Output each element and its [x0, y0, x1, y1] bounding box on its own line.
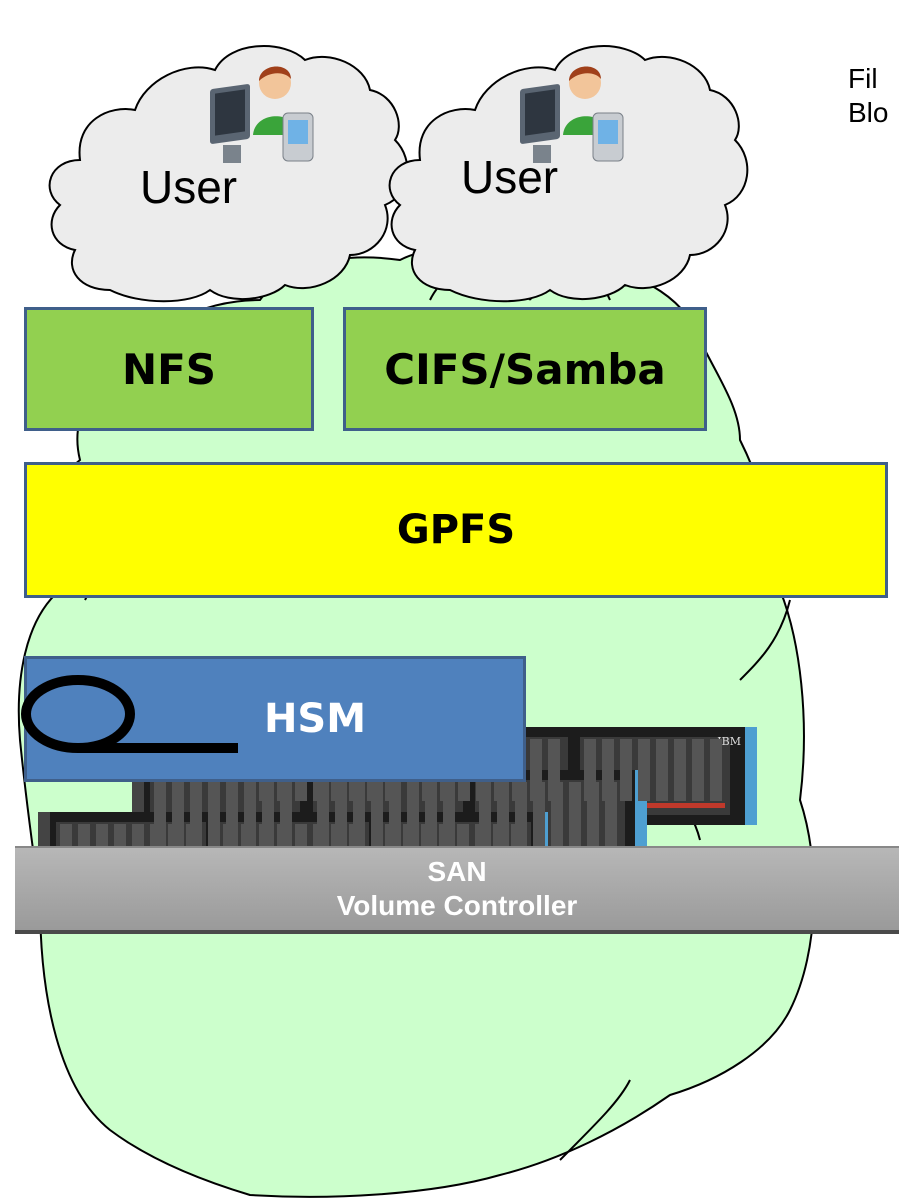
side-note-line2: Blo: [848, 97, 889, 128]
gpfs-layer: GPFS: [24, 462, 888, 598]
hsm-label: HSM: [263, 696, 367, 742]
gpfs-label: GPFS: [396, 507, 516, 553]
cifs-samba-layer: CIFS/Samba: [343, 307, 707, 431]
tape-reel-icon: [21, 675, 238, 753]
user-label-left: User: [140, 161, 238, 213]
drive-bay: [569, 782, 581, 846]
drive-bay: [620, 739, 632, 801]
storage-brand: IBM: [717, 735, 741, 748]
drive-bay: [638, 739, 650, 801]
drive-bay: [551, 782, 563, 846]
san-volume-controller: SAN Volume Controller: [15, 846, 899, 934]
nfs-label: NFS: [121, 344, 217, 394]
drive-bay: [674, 739, 686, 801]
drive-bay: [710, 739, 722, 801]
drive-bay: [533, 782, 545, 846]
hsm-layer: HSM: [24, 656, 526, 782]
cifs-label: CIFS/Samba: [384, 344, 666, 394]
user-cloud-right: [388, 45, 749, 303]
drive-bay: [605, 782, 617, 846]
user-cloud-left: [48, 45, 409, 303]
user-label-right: User: [461, 151, 559, 203]
side-note-line1: Fil: [848, 63, 878, 94]
drive-bay: [587, 782, 599, 846]
drive-bay: [656, 739, 668, 801]
nfs-layer: NFS: [24, 307, 314, 431]
volume-controller-label: Volume Controller: [336, 890, 578, 921]
user-workstation-icon: [210, 66, 314, 163]
user-workstation-icon: [520, 66, 624, 163]
drive-bay: [371, 782, 383, 846]
drive-bay: [692, 739, 704, 801]
drive-bay: [208, 782, 220, 846]
san-label: SAN: [427, 856, 487, 887]
